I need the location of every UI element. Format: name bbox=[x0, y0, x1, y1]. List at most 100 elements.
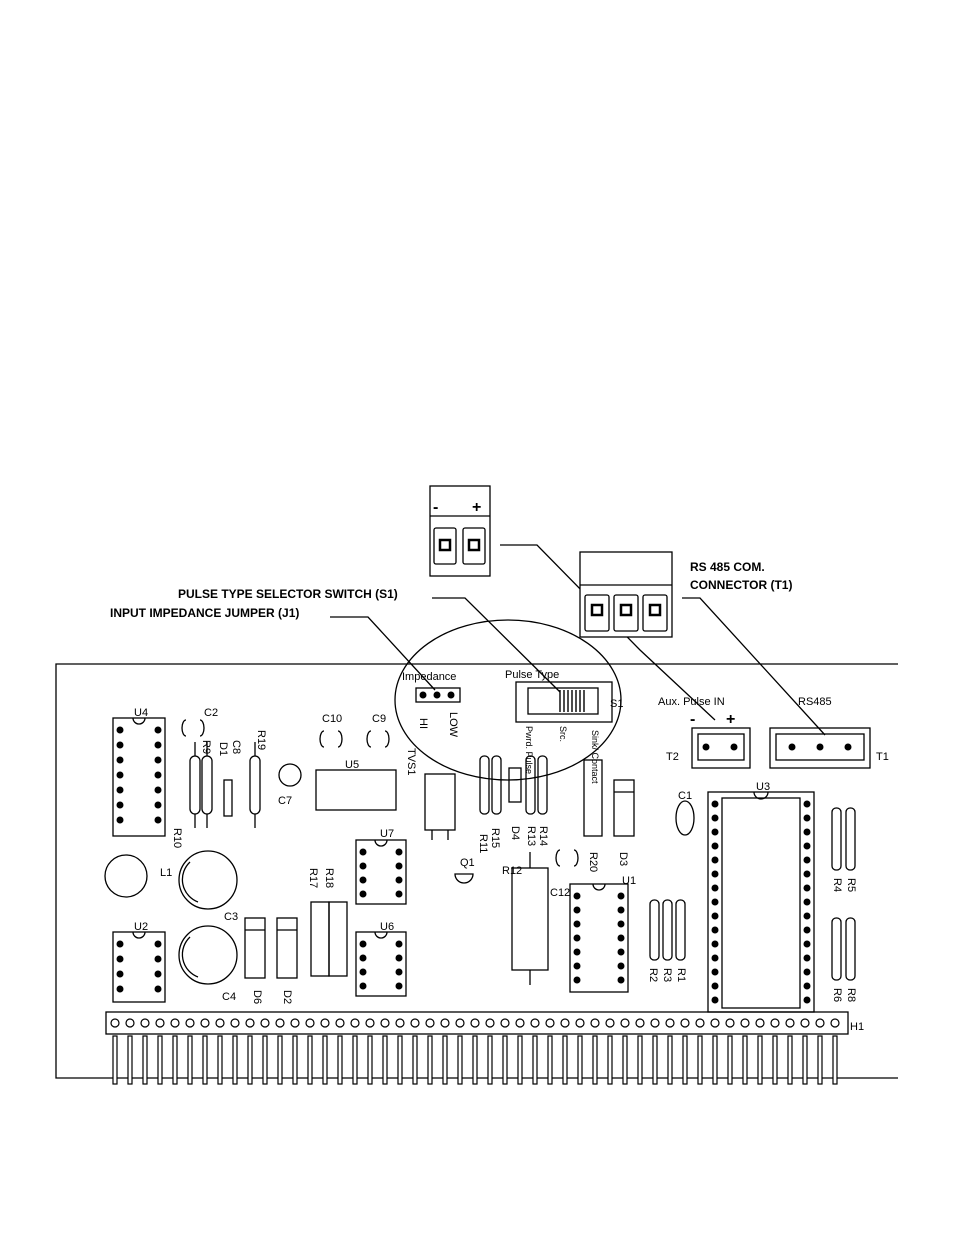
r9-label: R9 bbox=[200, 740, 212, 754]
header-pin-lead bbox=[427, 1035, 433, 1085]
header-pin-lead bbox=[562, 1035, 568, 1085]
header-pin-lead bbox=[277, 1035, 283, 1085]
u6-label: U6 bbox=[380, 921, 394, 933]
header-pin-lead bbox=[127, 1035, 133, 1085]
ic-pin bbox=[803, 842, 811, 850]
inductor-l1 bbox=[104, 854, 148, 898]
c12-label: C12 bbox=[550, 887, 570, 899]
header-pin-lead bbox=[367, 1035, 373, 1085]
header-pin bbox=[365, 1018, 375, 1028]
header-pin-lead bbox=[502, 1035, 508, 1085]
ic-pin bbox=[154, 786, 162, 794]
ic-pin bbox=[573, 934, 581, 942]
aux-pulse-in-label: Aux. Pulse IN bbox=[658, 696, 725, 708]
magnifier-circle bbox=[394, 619, 622, 781]
header-pin bbox=[275, 1018, 285, 1028]
switch-s1 bbox=[515, 681, 613, 723]
callout-pulse-type-switch: PULSE TYPE SELECTOR SWITCH (S1) bbox=[178, 587, 398, 601]
ic-pin bbox=[573, 906, 581, 914]
r5-label: R5 bbox=[845, 878, 857, 892]
ic-pin bbox=[803, 968, 811, 976]
ic-pin bbox=[617, 976, 625, 984]
resistor-r18 bbox=[328, 901, 348, 977]
ic-pin bbox=[803, 940, 811, 948]
ic-pin bbox=[116, 786, 124, 794]
r17-label: R17 bbox=[307, 868, 319, 888]
header-pin-lead bbox=[337, 1035, 343, 1085]
d3-label: D3 bbox=[617, 852, 629, 866]
header-pin bbox=[560, 1018, 570, 1028]
header-pin-lead bbox=[577, 1035, 583, 1085]
pwrd-pulse-label: Pwrd. Pulse bbox=[524, 726, 534, 774]
ic-pin bbox=[730, 743, 738, 751]
u7-label: U7 bbox=[380, 828, 394, 840]
header-pin-lead bbox=[592, 1035, 598, 1085]
ic-pin bbox=[116, 816, 124, 824]
ic-pin bbox=[711, 842, 719, 850]
tvs1 bbox=[424, 773, 456, 831]
r1-label: R1 bbox=[675, 968, 687, 982]
ic-pin bbox=[788, 743, 796, 751]
r11-label: R11 bbox=[477, 834, 489, 853]
ic-pin bbox=[154, 771, 162, 779]
component-u5 bbox=[315, 769, 397, 811]
ic-pin bbox=[116, 955, 124, 963]
ic-pin bbox=[154, 816, 162, 824]
ic-pin bbox=[359, 876, 367, 884]
cap-c7 bbox=[278, 763, 302, 787]
ic-pin bbox=[154, 970, 162, 978]
ic-pin bbox=[359, 982, 367, 990]
ic-pin bbox=[154, 940, 162, 948]
ic-pin bbox=[711, 926, 719, 934]
header-pin-lead bbox=[472, 1035, 478, 1085]
header-pin-lead bbox=[247, 1035, 253, 1085]
r12-label: R12 bbox=[502, 865, 522, 877]
ic-pin bbox=[395, 968, 403, 976]
header-pin bbox=[545, 1018, 555, 1028]
header-pin-lead bbox=[712, 1035, 718, 1085]
callout-rs485-line1: RS 485 COM. bbox=[690, 560, 765, 574]
header-pin-lead bbox=[217, 1035, 223, 1085]
ic-pin bbox=[359, 940, 367, 948]
header-pin bbox=[755, 1018, 765, 1028]
ic-pin bbox=[573, 920, 581, 928]
callout-rs485-line2: CONNECTOR (T1) bbox=[690, 578, 792, 592]
ic-pin bbox=[359, 890, 367, 898]
connector-t2 bbox=[691, 727, 751, 769]
ic-pin bbox=[395, 890, 403, 898]
ic-pin bbox=[816, 743, 824, 751]
ic-pin bbox=[116, 771, 124, 779]
ic-u4 bbox=[112, 717, 166, 837]
header-pin bbox=[320, 1018, 330, 1028]
s1-label: S1 bbox=[610, 698, 623, 710]
ic-pin bbox=[803, 856, 811, 864]
header-pin-lead bbox=[757, 1035, 763, 1085]
header-pin-lead bbox=[697, 1035, 703, 1085]
header-pin bbox=[800, 1018, 810, 1028]
ic-pin bbox=[803, 926, 811, 934]
sink-contact-label: Sink/ Contact bbox=[590, 730, 600, 784]
header-pin bbox=[125, 1018, 135, 1028]
diode-d2 bbox=[276, 917, 298, 979]
ic-pin bbox=[154, 726, 162, 734]
header-pin bbox=[350, 1018, 360, 1028]
plug-minus-label: - bbox=[433, 499, 438, 516]
ic-pin bbox=[395, 982, 403, 990]
header-pin-lead bbox=[517, 1035, 523, 1085]
r8-label: R8 bbox=[845, 988, 857, 1002]
u4-label: U4 bbox=[134, 707, 148, 719]
header-pin bbox=[260, 1018, 270, 1028]
d4-label: D4 bbox=[509, 826, 521, 840]
d6-label: D6 bbox=[251, 990, 263, 1004]
header-pin bbox=[665, 1018, 675, 1028]
header-pin bbox=[500, 1018, 510, 1028]
header-pin bbox=[170, 1018, 180, 1028]
ic-u6 bbox=[355, 931, 407, 997]
ic-pin bbox=[711, 856, 719, 864]
ic-pin bbox=[395, 876, 403, 884]
d1-label: D1 bbox=[217, 742, 229, 756]
header-pin-lead bbox=[532, 1035, 538, 1085]
ic-pin bbox=[844, 743, 852, 751]
ic-pin bbox=[617, 892, 625, 900]
header-pin-lead bbox=[457, 1035, 463, 1085]
